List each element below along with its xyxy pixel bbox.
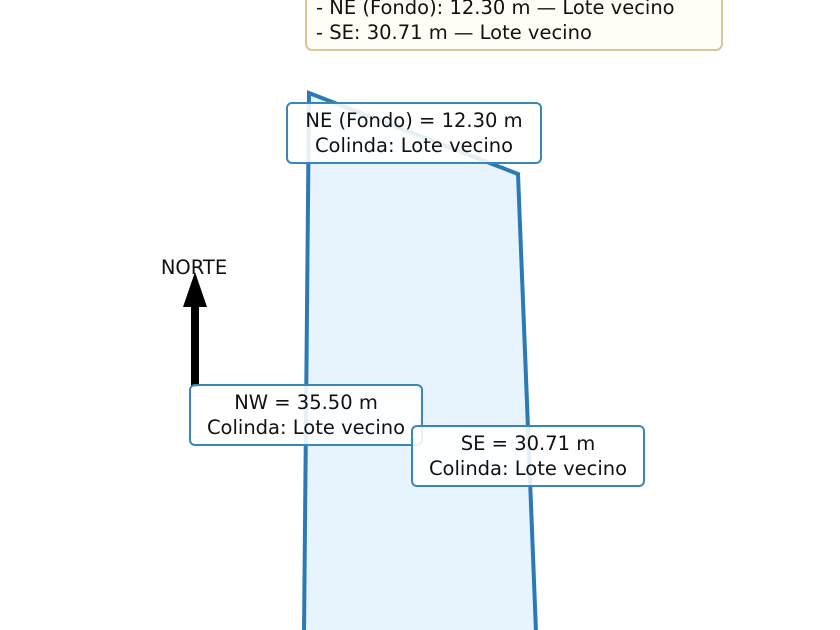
ne-neighbor: Colinda: Lote vecino [315,134,513,157]
ne-length: NE (Fondo) = 12.30 m [305,109,522,132]
nw-label: NW = 35.50 m Colinda: Lote vecino [189,384,423,446]
north-label: NORTE [161,256,227,279]
summary-line-ne: - NE (Fondo): 12.30 m — Lote vecino [316,0,675,19]
lot-polygon [302,90,538,630]
se-length: SE = 30.71 m [461,432,595,455]
summary-line-se: - SE: 30.71 m — Lote vecino [316,21,592,44]
ne-label: NE (Fondo) = 12.30 m Colinda: Lote vecin… [286,102,542,164]
summary-box: - NE (Fondo): 12.30 m — Lote vecino - SE… [305,0,723,51]
north-arrow-shaft [191,305,199,387]
north-arrow: NORTE [161,256,227,387]
se-neighbor: Colinda: Lote vecino [429,457,627,480]
nw-neighbor: Colinda: Lote vecino [207,416,405,439]
arrow-up-icon [183,272,207,307]
se-label: SE = 30.71 m Colinda: Lote vecino [411,425,645,487]
nw-length: NW = 35.50 m [234,391,378,414]
